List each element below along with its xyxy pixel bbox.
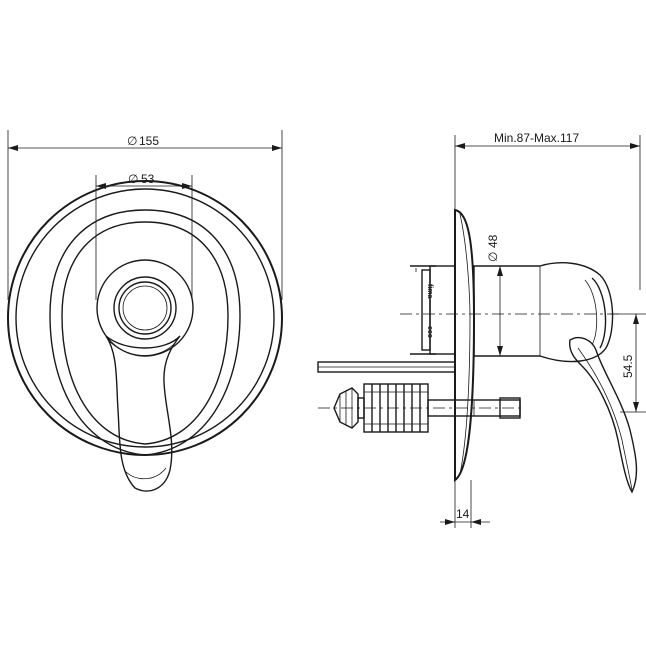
outer-diameter-symbol: ∅: [127, 134, 137, 148]
mounting-bracket: [317, 361, 456, 373]
outer-diameter-dimension: ∅ 155: [7, 130, 283, 300]
body-mark-2: eco: [426, 326, 433, 338]
depth-range-label: Min.87-Max.117: [494, 131, 579, 145]
cover-plate-side: [454, 208, 476, 482]
depth-range-dimension: Min.87-Max.117: [454, 131, 641, 290]
side-view: Min.87-Max.117 ∅ 48 54.5 14: [317, 131, 646, 528]
handle-diameter-dimension: ∅ 53: [95, 172, 193, 300]
cover-plate-side-edge: [459, 213, 471, 475]
lever-front: [105, 335, 181, 492]
plate-thickness-label: 14: [456, 507, 470, 521]
lever-side: [568, 336, 638, 494]
front-view: ∅ 155 ∅ 53: [7, 130, 283, 492]
outer-diameter-label: 155: [139, 134, 159, 148]
cover-plate-inner: [15, 188, 275, 448]
handle-hub-cap-inner: [122, 285, 168, 331]
lever-front-highlight: [123, 467, 167, 480]
body-diameter-symbol: ∅: [486, 252, 500, 262]
handle-hub-outer: [96, 259, 194, 357]
lever-front-edge: [109, 341, 177, 356]
valve-body: [473, 262, 614, 363]
plate-thickness-dimension: 14: [440, 470, 490, 528]
body-diameter-label: 48: [486, 234, 500, 248]
handle-diameter-symbol: ∅: [128, 172, 138, 186]
lever-offset-label: 54.5: [621, 354, 635, 378]
oval-recess-inner: [61, 221, 229, 445]
body-mark-1: fima: [426, 284, 433, 299]
cartridge-cap: [333, 387, 365, 429]
lever-offset-dimension: 54.5: [610, 313, 646, 413]
handle-diameter-label: 53: [141, 172, 155, 186]
body-diameter-dimension: ∅ 48: [486, 234, 503, 356]
mounting-box: fima eco: [410, 265, 456, 355]
oval-recess: [49, 209, 241, 456]
handle-hub-cap: [118, 281, 172, 335]
lever-side-edge: [577, 347, 633, 491]
handle-hub-mid: [113, 276, 177, 340]
